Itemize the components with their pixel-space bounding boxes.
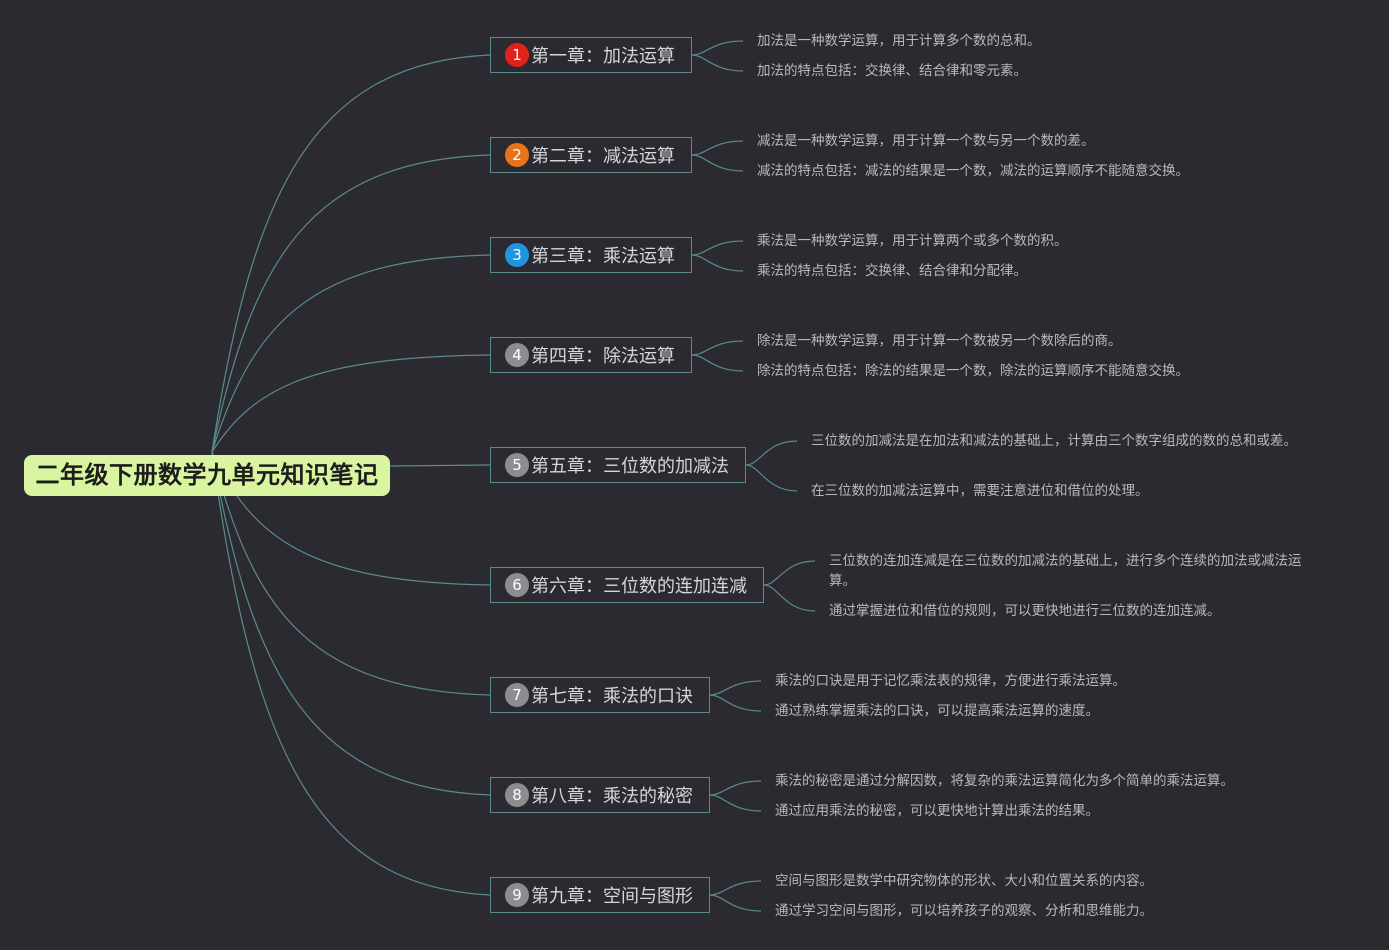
note-link-8-2 — [709, 794, 762, 812]
number-9-badge-icon: 9 — [505, 883, 529, 907]
note-9-1[interactable]: 空间与图形是数学中研究物体的形状、大小和位置关系的内容。 — [775, 873, 1153, 889]
note-link-2-2 — [691, 154, 744, 172]
chapter-label: 第八章：乘法的秘密 — [531, 786, 693, 807]
root-link-8 — [211, 451, 491, 796]
note-2-2[interactable]: 减法的特点包括：减法的结果是一个数，减法的运算顺序不能随意交换。 — [757, 163, 1189, 179]
note-4-1[interactable]: 除法是一种数学运算，用于计算一个数被另一个数除后的商。 — [757, 333, 1122, 349]
chapter-node-2[interactable]: 2 第二章：减法运算 — [490, 137, 692, 173]
chapter-label: 第九章：空间与图形 — [531, 886, 693, 907]
root-link-7 — [211, 451, 491, 696]
root-link-3 — [211, 254, 491, 453]
chapter-node-1[interactable]: 1 第一章：加法运算 — [490, 37, 692, 73]
root-link-9 — [211, 451, 491, 896]
note-link-9-1 — [709, 880, 762, 896]
chapter-label: 第二章：减法运算 — [531, 146, 675, 167]
root-link-1 — [211, 54, 491, 453]
note-7-2[interactable]: 通过熟练掌握乘法的口诀，可以提高乘法运算的速度。 — [775, 703, 1099, 719]
chapter-node-8[interactable]: 8 第八章：乘法的秘密 — [490, 777, 710, 813]
number-5-badge-icon: 5 — [505, 453, 529, 477]
note-link-2-1 — [691, 140, 744, 156]
note-7-1[interactable]: 乘法的口诀是用于记忆乘法表的规律，方便进行乘法运算。 — [775, 673, 1126, 689]
note-4-2[interactable]: 除法的特点包括：除法的结果是一个数，除法的运算顺序不能随意交换。 — [757, 363, 1189, 379]
note-link-8-1 — [709, 780, 762, 796]
note-link-1-1 — [691, 40, 744, 56]
note-6-1[interactable]: 三位数的连加连减是在三位数的加减法的基础上，进行多个连续的加法或减法运算。 — [829, 553, 1302, 589]
note-link-3-1 — [691, 240, 744, 256]
note-3-2[interactable]: 乘法的特点包括：交换律、结合律和分配律。 — [757, 263, 1027, 279]
note-2-1[interactable]: 减法是一种数学运算，用于计算一个数与另一个数的差。 — [757, 133, 1095, 149]
note-link-4-2 — [691, 354, 744, 372]
chapter-label: 第四章：除法运算 — [531, 346, 675, 367]
note-8-1[interactable]: 乘法的秘密是通过分解因数，将复杂的乘法运算简化为多个简单的乘法运算。 — [775, 773, 1234, 789]
number-3-badge-icon: 3 — [505, 243, 529, 267]
chapter-node-6[interactable]: 6 第六章：三位数的连加连减 — [490, 567, 764, 603]
number-8-badge-icon: 8 — [505, 783, 529, 807]
chapter-node-7[interactable]: 7 第七章：乘法的口诀 — [490, 677, 710, 713]
note-link-6-1 — [763, 560, 816, 586]
note-link-3-2 — [691, 254, 744, 272]
number-4-badge-icon: 4 — [505, 343, 529, 367]
chapter-label: 第五章：三位数的加减法 — [531, 456, 729, 477]
chapter-node-5[interactable]: 5 第五章：三位数的加减法 — [490, 447, 746, 483]
chapter-node-3[interactable]: 3 第三章：乘法运算 — [490, 237, 692, 273]
number-2-badge-icon: 2 — [505, 143, 529, 167]
note-link-4-1 — [691, 340, 744, 356]
number-6-badge-icon: 6 — [505, 573, 529, 597]
root-topic[interactable]: 二年级下册数学九单元知识笔记 — [24, 455, 390, 496]
note-link-1-2 — [691, 54, 744, 72]
note-link-7-2 — [709, 694, 762, 712]
chapter-label: 第六章：三位数的连加连减 — [531, 576, 747, 597]
root-link-5 — [389, 464, 491, 467]
root-link-2 — [211, 154, 491, 453]
root-link-4 — [211, 354, 491, 453]
note-5-1[interactable]: 三位数的加减法是在加法和减法的基础上，计算由三个数字组成的数的总和或差。 — [811, 433, 1297, 449]
note-1-1[interactable]: 加法是一种数学运算，用于计算多个数的总和。 — [757, 33, 1041, 49]
note-link-9-2 — [709, 894, 762, 912]
note-link-5-1 — [745, 440, 798, 466]
chapter-node-9[interactable]: 9 第九章：空间与图形 — [490, 877, 710, 913]
note-8-2[interactable]: 通过应用乘法的秘密，可以更快地计算出乘法的结果。 — [775, 803, 1099, 819]
note-3-1[interactable]: 乘法是一种数学运算，用于计算两个或多个数的积。 — [757, 233, 1068, 249]
note-link-7-1 — [709, 680, 762, 696]
chapter-label: 第一章：加法运算 — [531, 46, 675, 67]
note-link-5-2 — [745, 464, 798, 492]
chapter-label: 第三章：乘法运算 — [531, 246, 675, 267]
number-7-badge-icon: 7 — [505, 683, 529, 707]
note-5-2[interactable]: 在三位数的加减法运算中，需要注意进位和借位的处理。 — [811, 483, 1149, 499]
number-1-badge-icon: 1 — [505, 43, 529, 67]
note-9-2[interactable]: 通过学习空间与图形，可以培养孩子的观察、分析和思维能力。 — [775, 903, 1153, 919]
note-6-2[interactable]: 通过掌握进位和借位的规则，可以更快地进行三位数的连加连减。 — [829, 603, 1221, 619]
chapter-label: 第七章：乘法的口诀 — [531, 686, 693, 707]
note-link-6-2 — [763, 584, 816, 612]
chapter-node-4[interactable]: 4 第四章：除法运算 — [490, 337, 692, 373]
note-1-2[interactable]: 加法的特点包括：交换律、结合律和零元素。 — [757, 63, 1027, 79]
